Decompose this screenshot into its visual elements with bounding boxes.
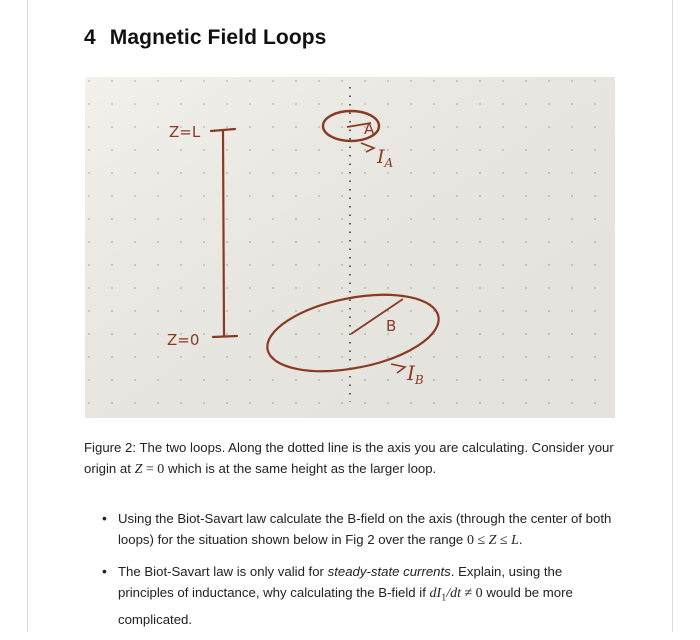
section-number: 4 bbox=[84, 26, 96, 49]
question-item: Using the Biot-Savart law calculate the … bbox=[102, 508, 620, 551]
loop-b-label: B bbox=[386, 317, 396, 335]
current-b-label: IB bbox=[406, 361, 424, 387]
q1-range-0: 0 ≤ bbox=[466, 533, 489, 548]
q1-text: Using the Biot-Savart law calculate the … bbox=[118, 511, 612, 547]
caption-math-eq: = 0 bbox=[142, 462, 165, 477]
q2-math-dt: /dt bbox=[446, 586, 461, 601]
loop-a-radius bbox=[346, 122, 372, 128]
figure-caption: Figure 2: The two loops. Along the dotte… bbox=[84, 437, 620, 480]
current-b-arrow bbox=[390, 363, 407, 374]
loop-b bbox=[266, 293, 440, 373]
loop-a-label: A bbox=[364, 120, 375, 138]
loop-b-radius bbox=[350, 298, 404, 335]
caption-text-1: Figure 2: The two loops. Along the dotte… bbox=[84, 440, 614, 476]
current-a-label: IA bbox=[376, 146, 394, 170]
q1-range-l: L bbox=[511, 533, 519, 548]
figure-photo: Z=L Z=0 A IA B IB bbox=[85, 77, 615, 418]
z-bottom-label: Z=0 bbox=[167, 331, 199, 349]
current-a-arrow bbox=[360, 142, 376, 153]
page-border-left bbox=[27, 0, 28, 632]
q2-italic: steady-state currents bbox=[327, 564, 451, 579]
caption-text-2: which is at the same height as the large… bbox=[164, 461, 437, 476]
z-top-label: Z=L bbox=[169, 123, 201, 141]
q2-text-1: The Biot-Savart law is only valid for bbox=[118, 564, 328, 579]
q2-text-2: . Explain, using the principles of induc… bbox=[118, 564, 563, 600]
q2-math-sub: 1 bbox=[441, 592, 447, 604]
section-title: Magnetic Field Loops bbox=[109, 26, 327, 49]
question-item: The Biot-Savart law is only valid for st… bbox=[102, 561, 620, 630]
q2-text-3: would be more complicated. bbox=[118, 585, 573, 627]
q2-math: dI bbox=[429, 586, 442, 601]
page-border-right bbox=[672, 0, 673, 632]
question-list: Using the Biot-Savart law calculate the … bbox=[102, 508, 620, 640]
height-bar bbox=[209, 127, 239, 339]
caption-math-z: Z bbox=[134, 462, 143, 477]
q1-range-leq: ≤ bbox=[496, 533, 512, 548]
loop-a bbox=[321, 109, 381, 143]
figure-drawing: Z=L Z=0 A IA B IB bbox=[85, 77, 615, 418]
section-heading: 4 Magnetic Field Loops bbox=[84, 26, 326, 50]
q1-range-z: Z bbox=[488, 533, 497, 548]
q2-math-neq: ≠ 0 bbox=[461, 586, 483, 601]
q1-period: . bbox=[518, 532, 523, 547]
